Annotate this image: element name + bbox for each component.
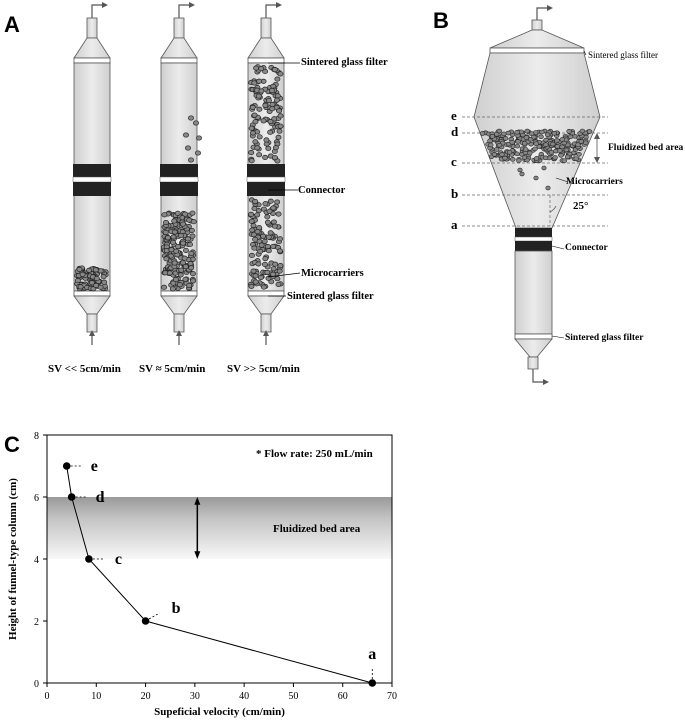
a-label-sintered-bottom: Sintered glass filter bbox=[287, 291, 374, 302]
x-tick-label: 60 bbox=[338, 691, 348, 702]
panel-letter-b: B bbox=[433, 8, 449, 33]
b-level-e: e bbox=[451, 108, 457, 123]
panel-b-diagram bbox=[462, 5, 608, 385]
panel-letter-a: A bbox=[4, 12, 20, 37]
a-sv-label-1: SV << 5cm/min bbox=[48, 363, 121, 375]
fluidized-band bbox=[47, 497, 392, 559]
x-axis-label: Supeficial velocity (cm/min) bbox=[154, 706, 285, 718]
data-point bbox=[67, 493, 76, 501]
y-axis-label: Height of funnel-type column (cm) bbox=[7, 478, 19, 640]
fluidized-band-label: Fluidized bed area bbox=[273, 523, 361, 535]
point-label: e bbox=[91, 458, 98, 475]
a-label-connector: Connector bbox=[298, 185, 346, 196]
microcarrier-beads bbox=[74, 265, 109, 292]
panel-c-chart: 0 10 20 30 40 50 60 70 0 2 4 6 8 ed c b a * Flow rate: … bbox=[7, 431, 397, 718]
point-label: d bbox=[96, 489, 105, 506]
microcarrier-beads bbox=[248, 64, 284, 290]
flow-rate-annotation: * Flow rate: 250 mL/min bbox=[256, 448, 373, 460]
panel-a-diagram bbox=[72, 2, 286, 345]
x-tick-label: 50 bbox=[288, 691, 298, 702]
point-label: b bbox=[172, 600, 181, 617]
b-label-fluidized: Fluidized bed area bbox=[608, 143, 684, 153]
b-level-d: d bbox=[451, 124, 459, 139]
point-label: c bbox=[115, 551, 122, 568]
a-sv-label-3: SV >> 5cm/min bbox=[227, 363, 300, 375]
x-tick-label: 70 bbox=[387, 691, 397, 702]
y-tick-label: 0 bbox=[34, 679, 39, 690]
a-leader-lines bbox=[268, 62, 301, 297]
x-tick-label: 0 bbox=[45, 691, 50, 702]
b-label-sintered-top: Sintered glass filter bbox=[588, 50, 658, 60]
y-tick-label: 8 bbox=[34, 431, 39, 442]
data-point bbox=[368, 679, 377, 687]
point-label: a bbox=[368, 646, 376, 663]
x-tick-label: 40 bbox=[239, 691, 249, 702]
b-label-angle: 25° bbox=[573, 200, 589, 212]
a-sv-label-2: SV ≈ 5cm/min bbox=[139, 363, 206, 375]
y-tick-label: 6 bbox=[34, 493, 39, 504]
b-label-microcarriers: Microcarriers bbox=[566, 177, 623, 187]
b-level-c: c bbox=[451, 154, 457, 169]
microcarrier-beads bbox=[161, 115, 202, 292]
y-tick-label: 4 bbox=[34, 555, 39, 566]
a-label-microcarriers: Microcarriers bbox=[301, 268, 364, 279]
data-point bbox=[141, 617, 150, 625]
b-label-sintered-bottom: Sintered glass filter bbox=[565, 333, 644, 343]
x-tick-label: 30 bbox=[190, 691, 200, 702]
b-label-connector: Connector bbox=[565, 243, 608, 253]
x-tick-label: 20 bbox=[141, 691, 151, 702]
b-level-a: a bbox=[451, 217, 458, 232]
y-tick-label: 2 bbox=[34, 617, 39, 628]
x-tick-label: 10 bbox=[91, 691, 101, 702]
panel-letter-c: C bbox=[4, 432, 20, 457]
data-point bbox=[62, 462, 71, 470]
a-label-sintered-top: Sintered glass filter bbox=[301, 57, 388, 68]
b-level-b: b bbox=[451, 186, 459, 201]
data-point bbox=[85, 555, 93, 563]
